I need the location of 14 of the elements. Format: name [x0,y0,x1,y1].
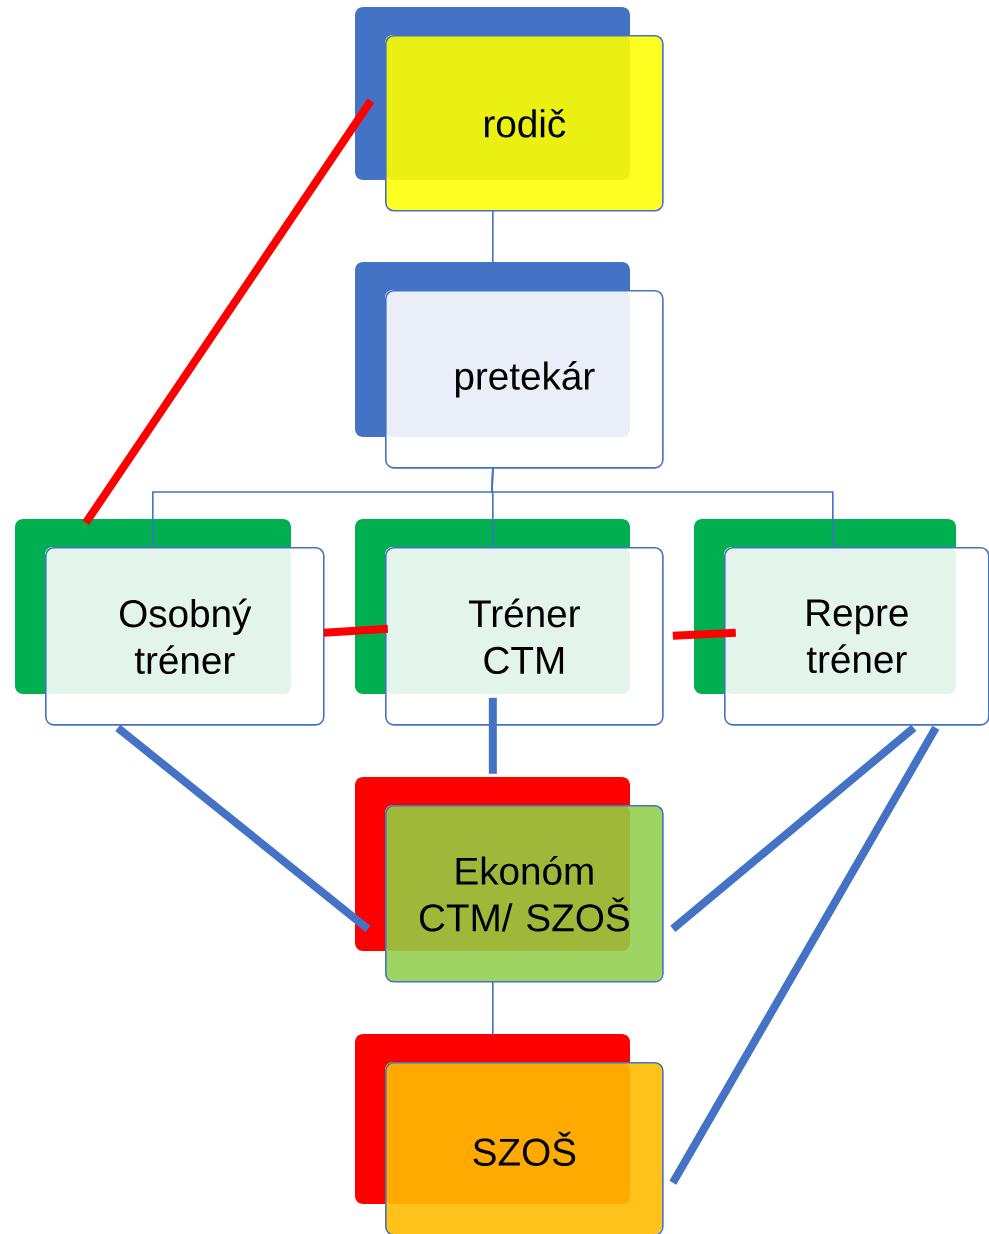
process-box: Osobný tréner [15,519,325,726]
connector-line [82,98,375,526]
process-box: Tréner CTM [355,519,664,726]
connector-line [669,725,940,1185]
connector-line [115,724,371,932]
connector-line [670,724,917,932]
process-box: rodič [355,7,664,212]
process-box: Ekonóm CTM/ SZOŠ [355,777,664,983]
connector-line [492,209,494,265]
process-box: SZOŠ [355,1034,664,1234]
connector-line [491,467,834,549]
process-box: Repre tréner [694,519,989,726]
connector-line [492,981,494,1036]
process-box: pretekár [355,262,664,469]
